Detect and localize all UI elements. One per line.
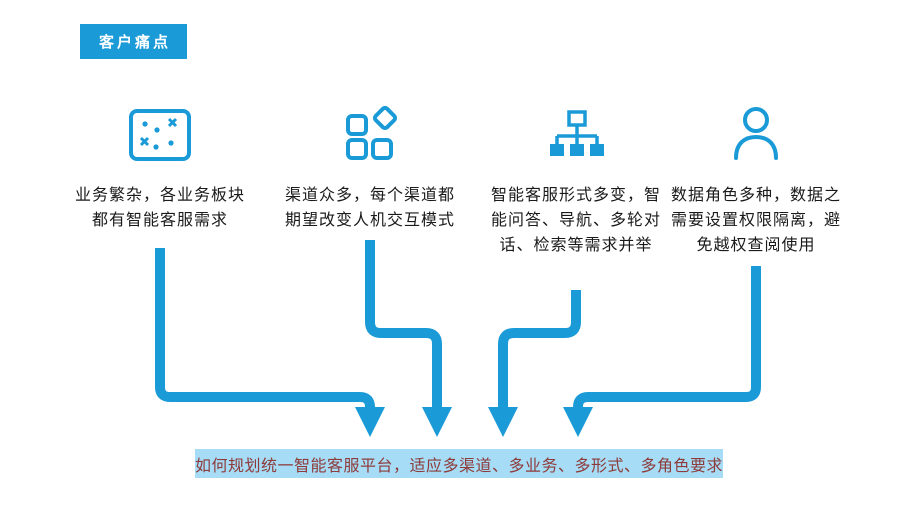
- text-line: 都有智能客服需求: [91, 212, 228, 229]
- arrow-from-column-3: [488, 290, 581, 437]
- pain-point-column-4: 数据角色多种，数据之 需要设置权限隔离，避 免越权查阅使用: [656, 100, 856, 258]
- pain-point-text-2: 渠道众多，每个渠道都 期望改变人机交互模式: [285, 183, 455, 233]
- title-badge: 客户痛点: [80, 24, 188, 59]
- pain-point-column-3: 智能客服形式多变，智 能问答、导航、多轮对 话、检索等需求并举: [476, 100, 676, 258]
- pain-point-column-1: 业务繁杂，各业务板块 都有智能客服需求: [60, 100, 260, 233]
- text-line: 智能客服形式多变，智: [490, 187, 661, 204]
- text-line: 数据角色多种，数据之: [670, 187, 841, 204]
- user-icon: [728, 100, 784, 170]
- text-line: 期望改变人机交互模式: [284, 212, 455, 229]
- components-icon: [340, 100, 400, 170]
- conclusion-bar: 如何规划统一智能客服平台，适应多渠道、多业务、多形式、多角色要求: [195, 449, 723, 478]
- markers-board-icon: [128, 100, 192, 170]
- pain-point-text-1: 业务繁杂，各业务板块 都有智能客服需求: [75, 183, 245, 233]
- text-line: 业务繁杂，各业务板块: [74, 187, 245, 204]
- pain-point-text-4: 数据角色多种，数据之 需要设置权限隔离，避 免越权查阅使用: [671, 183, 841, 258]
- arrow-from-column-1: [155, 248, 385, 437]
- pain-point-text-3: 智能客服形式多变，智 能问答、导航、多轮对 话、检索等需求并举: [491, 183, 661, 258]
- sitemap-icon: [544, 100, 608, 170]
- conclusion-text: 如何规划统一智能客服平台，适应多渠道、多业务、多形式、多角色要求: [195, 457, 724, 475]
- pain-point-column-2: 渠道众多，每个渠道都 期望改变人机交互模式: [270, 100, 470, 233]
- arrow-from-column-4: [563, 266, 761, 437]
- arrow-from-column-2: [365, 240, 452, 437]
- text-line: 渠道众多，每个渠道都: [284, 187, 455, 204]
- title-badge-label: 客户痛点: [99, 34, 172, 51]
- text-line: 能问答、导航、多轮对: [490, 212, 661, 229]
- text-line: 需要设置权限隔离，避: [670, 212, 841, 229]
- text-line: 免越权查阅使用: [696, 237, 816, 254]
- text-line: 话、检索等需求并举: [499, 237, 653, 254]
